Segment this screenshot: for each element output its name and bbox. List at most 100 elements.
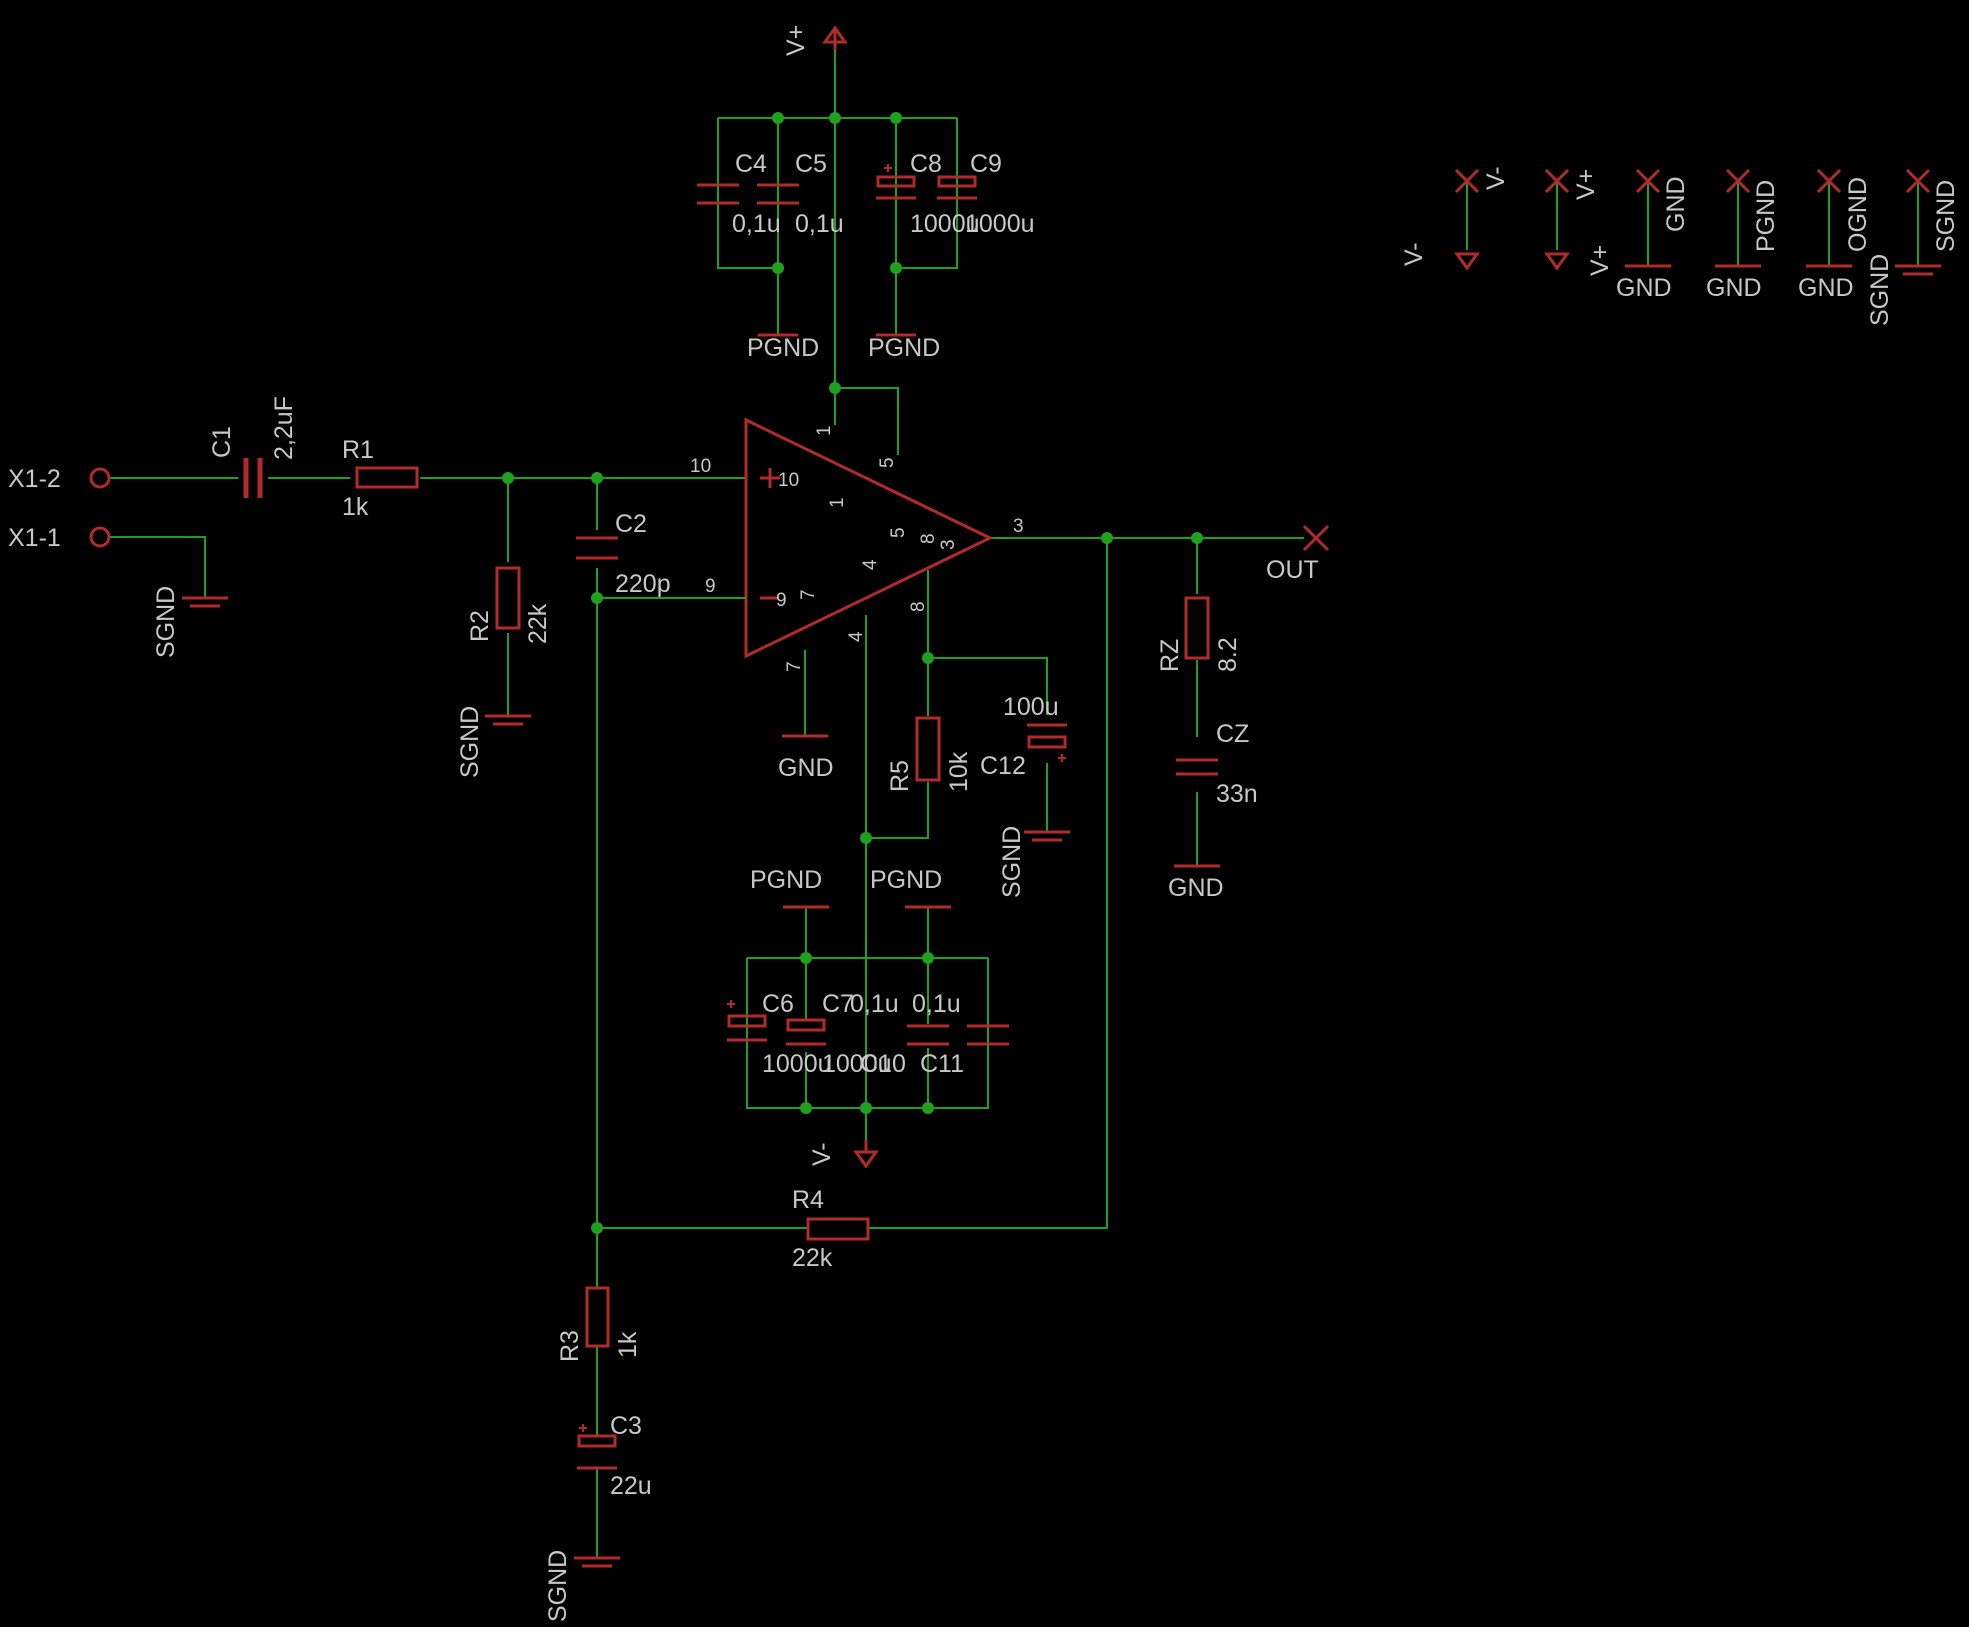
label-supply-sgnd-a: SGND	[1932, 180, 1960, 252]
unconnected-x-icon	[1544, 168, 1570, 194]
unconnected-x-icon	[1635, 168, 1661, 194]
label-c8: C8	[910, 150, 942, 178]
label-x1-1: X1-1	[8, 524, 61, 552]
label-c7: C7	[822, 990, 854, 1018]
resistor-r3	[585, 1286, 610, 1348]
label-c3: C3	[610, 1412, 642, 1440]
supply-symbols-group	[1454, 168, 1941, 276]
junction	[922, 652, 934, 664]
label-r5: R5	[886, 760, 914, 792]
junction	[890, 112, 902, 124]
label-supply-vminus-b: V-	[1400, 242, 1428, 266]
label-pin-10-inside: 10	[778, 470, 799, 491]
capacitor-c12	[1027, 723, 1067, 762]
junction	[591, 1222, 603, 1234]
label-supply-vminus-a: V-	[1482, 166, 1510, 190]
label-r5-value: 10k	[945, 751, 973, 792]
label-supply-ognd-b: GND	[1798, 274, 1854, 302]
unconnected-x-icon	[1725, 168, 1751, 194]
connector-x1-1	[89, 526, 111, 548]
label-c1: C1	[208, 426, 236, 458]
label-out: OUT	[1266, 556, 1319, 584]
connector-x1-2	[89, 467, 111, 489]
capacitor-c6	[727, 1000, 767, 1042]
label-cz-value: 33n	[1216, 780, 1258, 808]
label-sgnd-c3: SGND	[544, 1550, 572, 1622]
label-c11: C11	[920, 1050, 964, 1078]
sgnd-symbol-c12	[1024, 830, 1070, 842]
junction	[922, 952, 934, 964]
label-r3-value: 1k	[614, 1331, 642, 1358]
junction	[829, 112, 841, 124]
label-pgnd-bottom-1: PGND	[750, 866, 822, 894]
label-cz: CZ	[1216, 720, 1249, 748]
resistor-r1	[355, 466, 419, 489]
resistor-r2	[495, 566, 521, 630]
label-r4-value: 22k	[792, 1244, 833, 1272]
capacitor-c3	[577, 1424, 617, 1470]
label-c2-value: 220p	[615, 570, 671, 598]
junction	[591, 472, 603, 484]
junction	[860, 1102, 872, 1114]
label-c7-value: 1000u	[822, 1050, 892, 1078]
sgnd-symbol-r2	[485, 714, 531, 726]
label-r2-value: 22k	[524, 603, 552, 644]
label-c9-value: 1000u	[965, 210, 1035, 238]
label-pin-9-inside: 9	[776, 590, 787, 611]
junction	[860, 832, 872, 844]
label-pin-7-outside: 7	[784, 661, 805, 672]
junction	[800, 952, 812, 964]
sgnd-bar-icon	[1895, 264, 1941, 276]
vminus-arrow-icon	[1544, 252, 1570, 271]
label-pin-5-inside: 5	[888, 527, 909, 538]
label-pin-8-inside: 8	[918, 533, 939, 544]
label-pin-1-inside: 1	[827, 497, 848, 508]
label-c6-value: 1000u	[762, 1050, 832, 1078]
label-pin-4-inside: 4	[860, 559, 881, 570]
label-r3: R3	[556, 1330, 584, 1362]
capacitor-c10	[907, 1024, 949, 1046]
label-sgnd-c12: SGND	[998, 826, 1026, 898]
sgnd-symbol-x1-1	[182, 596, 228, 608]
label-gnd-amp: GND	[778, 754, 834, 782]
label-pin-5-outside: 5	[877, 457, 898, 468]
unconnected-x-icon	[1905, 168, 1931, 194]
label-pin-10-outside: 10	[690, 456, 711, 477]
resistor-rz	[1184, 596, 1210, 660]
label-c5-value: 0,1u	[795, 210, 844, 238]
capacitor-c4	[697, 118, 739, 268]
label-sgnd-x1-1: SGND	[152, 586, 180, 658]
junction	[1101, 532, 1113, 544]
label-r1-value: 1k	[342, 493, 369, 521]
label-pgnd-top-2: PGND	[868, 334, 940, 362]
label-vplus-top: V+	[782, 25, 810, 56]
label-pin-9-outside: 9	[705, 576, 716, 597]
label-pin-8-outside: 8	[908, 601, 929, 612]
label-supply-gnd-b: GND	[1616, 274, 1672, 302]
label-pgnd-bottom-2: PGND	[870, 866, 942, 894]
label-supply-pgnd-b: GND	[1706, 274, 1762, 302]
label-c11-value: 0,1u	[912, 990, 961, 1018]
label-c12-value: 100u	[1003, 693, 1059, 721]
capacitor-c1	[243, 458, 263, 498]
label-c8-value: 1000u	[910, 210, 980, 238]
junction	[502, 472, 514, 484]
junction	[829, 382, 841, 394]
label-c2: C2	[615, 510, 647, 538]
label-c6: C6	[762, 990, 794, 1018]
label-c3-value: 22u	[610, 1472, 652, 1500]
junction	[890, 262, 902, 274]
resistor-r4	[806, 1217, 870, 1241]
capacitor-c9	[937, 118, 977, 268]
capacitor-c5	[757, 118, 799, 268]
label-pin-7-inside: 7	[798, 589, 819, 600]
label-pin-3-inside: 3	[938, 539, 959, 550]
label-c4-value: 0,1u	[732, 210, 781, 238]
label-supply-ognd-a: OGND	[1844, 177, 1872, 252]
label-c5: C5	[795, 150, 827, 178]
capacitor-c7	[786, 1018, 826, 1046]
label-c9: C9	[970, 150, 1002, 178]
vplus-supply-symbol	[822, 25, 848, 50]
unconnected-x-icon	[1816, 168, 1842, 194]
